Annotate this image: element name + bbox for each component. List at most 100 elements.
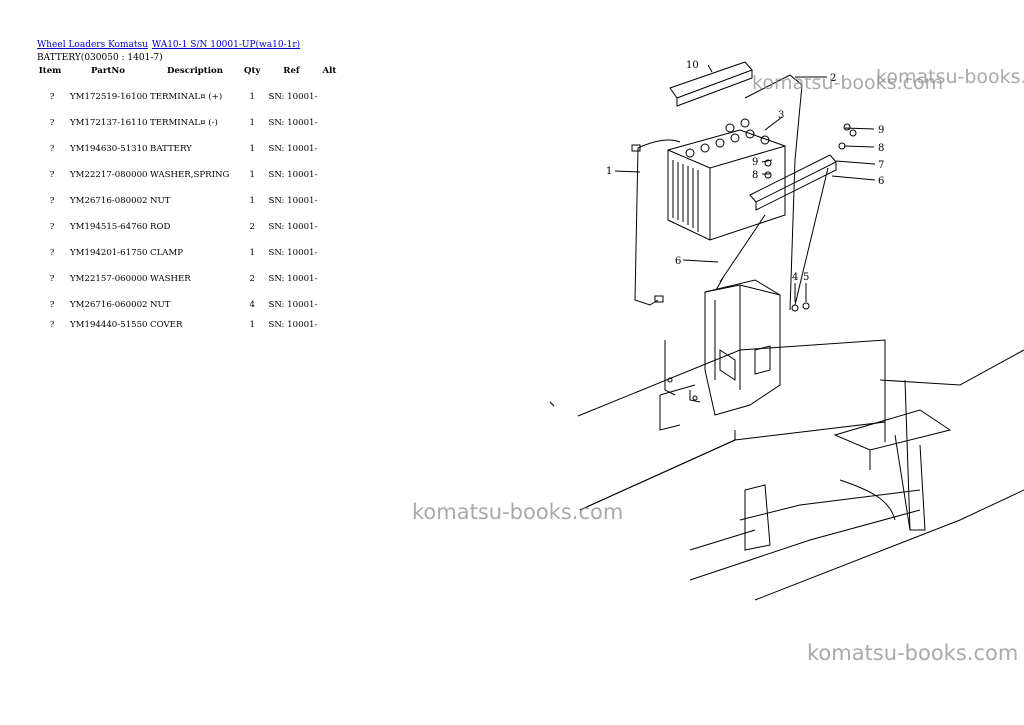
cell-qty: 1 [249,118,255,128]
table-row: ? YM22217-080000 WASHER,SPRING 1 SN: 100… [34,162,340,188]
cell-item: ? [49,222,55,232]
table-row: ? YM172137-16110 TERMINAL¤ (-) 1 SN: 100… [34,110,340,136]
cell-ref: SN: 10001- [268,144,318,154]
header-qty: Qty [244,66,261,76]
cell-description: ROD [150,222,171,232]
cell-partno: YM194201-61750 [70,248,148,258]
cell-ref: SN: 10001- [268,118,318,128]
battery-bracket [664,279,781,416]
cell-alt [318,214,340,240]
table-header-row: Item PartNo Description Qty Ref Alt [34,64,340,84]
cell-qty: 1 [249,248,255,258]
diagram-label-6-upper: 6 [878,176,884,187]
cell-item: ? [49,170,55,180]
cell-description: TERMINAL¤ (+) [150,92,223,102]
cell-item: ? [49,320,55,330]
cell-item: ? [49,248,55,258]
cell-alt [318,110,340,136]
chassis-outline [549,339,1024,601]
table-row: ? YM194201-61750 CLAMP 1 SN: 10001- [34,240,340,266]
cell-partno: YM22157-060000 [70,274,148,284]
cell-ref: SN: 10001- [268,196,318,206]
cell-item: ? [49,300,55,310]
diagram-label-2: 2 [830,73,836,84]
cell-alt [318,84,340,110]
leader-lines [614,64,876,302]
watermark-text: komatsu-books.com [876,66,1024,88]
page-subtitle: BATTERY(030050 : 1401-7) [37,53,163,63]
header-ref: Ref [283,66,300,76]
battery-cover [669,61,753,107]
cell-qty: 1 [249,144,255,154]
clamp-and-rods [715,154,837,306]
cell-partno: YM172519-16100 [70,92,148,102]
cell-partno: YM26716-060002 [70,300,148,310]
cell-partno: YM22217-080000 [70,170,148,180]
header-description: Description [166,66,223,76]
cell-item: ? [49,118,55,128]
cell-alt [318,136,340,162]
cell-ref: SN: 10001- [268,222,318,232]
header-item: Item [38,66,62,76]
diagram-label-3: 3 [778,110,784,121]
cell-qty: 2 [249,274,255,284]
table-row: ? YM26716-060002 NUT 4 SN: 10001- [34,292,340,318]
cell-ref: SN: 10001- [268,274,318,284]
cell-qty: 1 [249,196,255,206]
cell-description: WASHER,SPRING [150,170,230,180]
table-row: ? YM194440-51550 COVER 1 SN: 10001- [34,318,340,338]
cell-qty: 4 [249,300,255,310]
diagram-label-10: 10 [686,60,699,71]
watermark-text: komatsu-books.com [412,500,624,524]
header-partno: PartNo [91,66,125,76]
diagram-label-7: 7 [878,160,884,171]
cell-item: ? [49,92,55,102]
breadcrumb-link-model[interactable]: WA10-1 S/N 10001-UP(wa10-1r) [151,40,301,50]
cell-description: TERMINAL¤ (-) [150,118,218,128]
cell-alt [318,266,340,292]
cell-alt [318,318,340,338]
cell-description: NUT [150,196,171,206]
battery-body [667,118,786,241]
watermark-text: komatsu-books.com [807,641,1019,665]
cell-ref: SN: 10001- [268,320,318,330]
cell-qty: 1 [249,170,255,180]
cell-item: ? [49,274,55,284]
diagram-label-9-left: 9 [752,157,758,168]
cell-partno: YM172137-16110 [70,118,148,128]
breadcrumb-link-wheel-loaders[interactable]: Wheel Loaders Komatsu [37,40,148,50]
parts-table: Item PartNo Description Qty Ref Alt ? YM… [34,64,340,338]
cell-description: BATTERY [150,144,192,154]
cell-qty: 1 [249,320,255,330]
diagram-label-8-left: 8 [752,170,758,181]
cell-description: CLAMP [150,248,184,258]
diagram-label-4: 4 [792,272,798,283]
table-row: ? YM26716-080002 NUT 1 SN: 10001- [34,188,340,214]
header-alt: Alt [322,66,337,76]
cell-qty: 1 [249,92,255,102]
cell-ref: SN: 10001- [268,92,318,102]
battery-exploded-diagram: 1 2 3 4 5 6 6 7 8 8 9 9 10 [549,60,1024,601]
cell-ref: SN: 10001- [268,170,318,180]
cell-ref: SN: 10001- [268,300,318,310]
table-row: ? YM194515-64760 ROD 2 SN: 10001- [34,214,340,240]
diagram-label-6-lower: 6 [675,256,681,267]
diagram-label-1: 1 [606,166,612,177]
cell-item: ? [49,144,55,154]
table-row: ? YM22157-060000 WASHER 2 SN: 10001- [34,266,340,292]
cell-description: NUT [150,300,171,310]
diagram-label-8-right: 8 [878,143,884,154]
table-row: ? YM172519-16100 TERMINAL¤ (+) 1 SN: 100… [34,84,340,110]
cell-partno: YM194440-51550 [70,320,148,330]
cell-qty: 2 [249,222,255,232]
diagram-label-5: 5 [803,272,809,283]
diagram-label-9-right: 9 [878,125,884,136]
cell-alt [318,188,340,214]
cell-description: COVER [150,320,183,330]
cell-alt [318,162,340,188]
cell-partno: YM194515-64760 [70,222,148,232]
cell-description: WASHER [150,274,191,284]
cell-partno: YM26716-080002 [70,196,148,206]
cell-item: ? [49,196,55,206]
